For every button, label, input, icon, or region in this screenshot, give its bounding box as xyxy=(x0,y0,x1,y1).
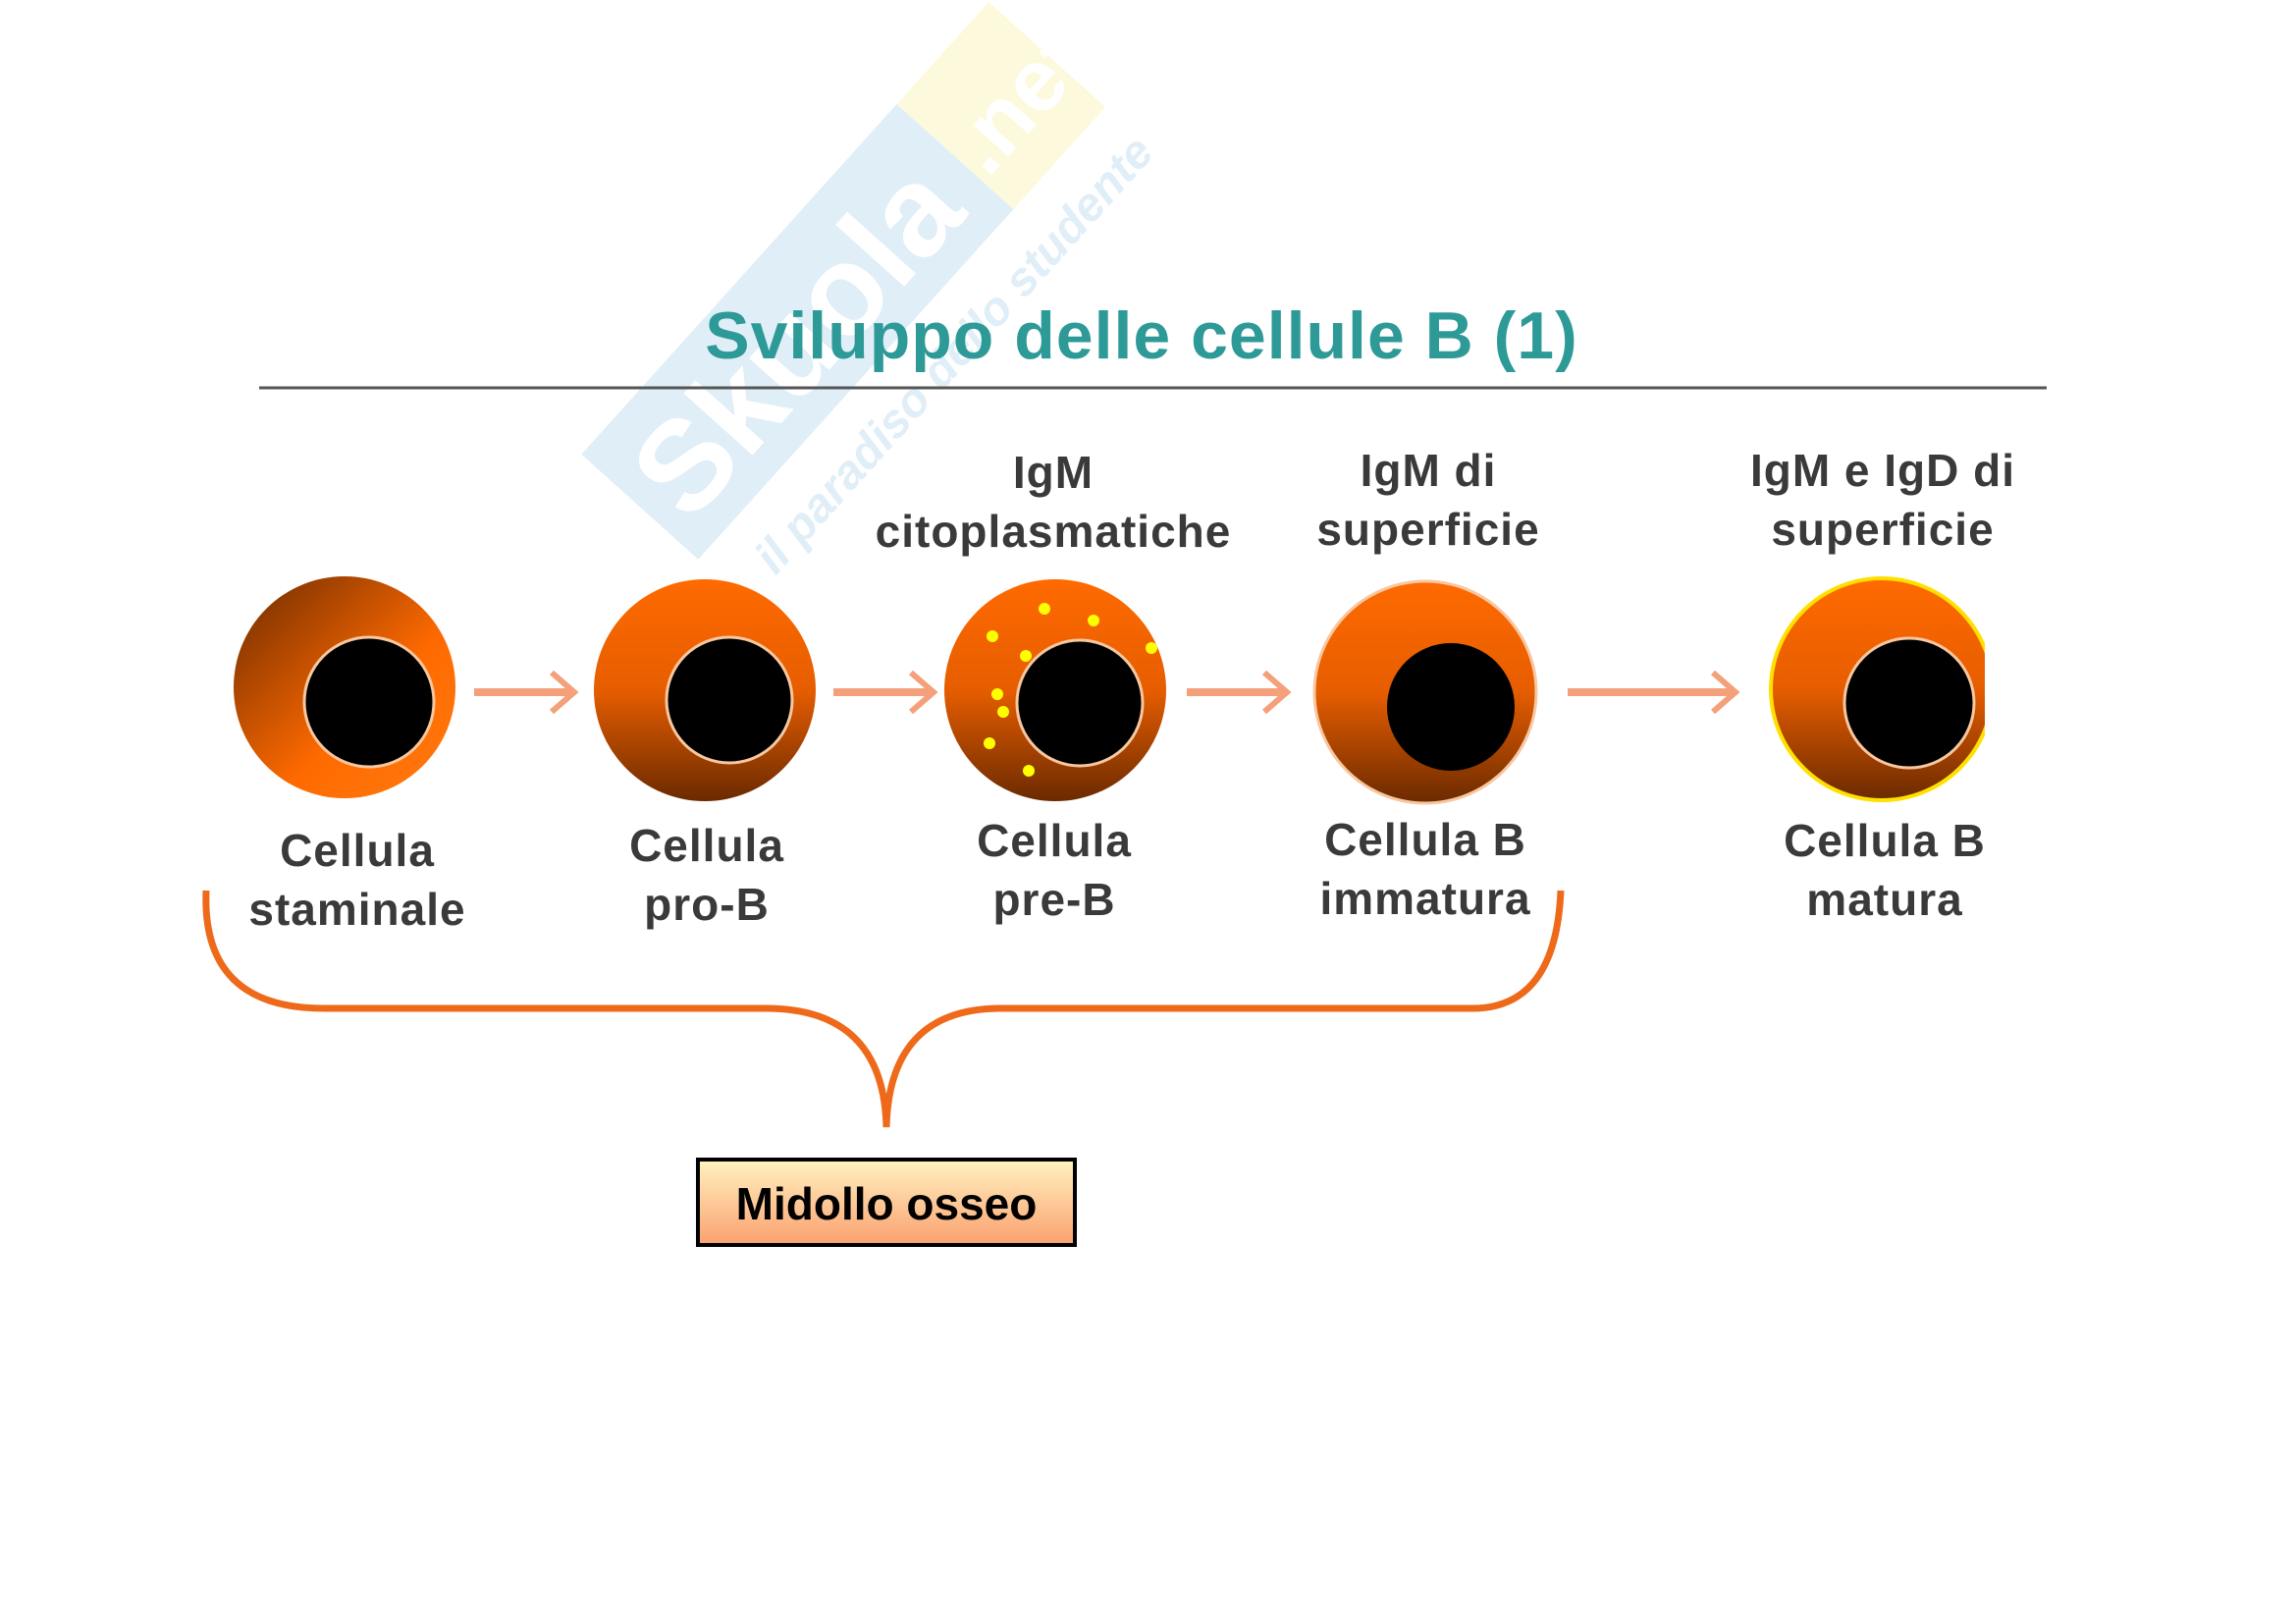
arrow-4 xyxy=(1568,670,1740,715)
cell-staminale xyxy=(234,576,455,798)
stage-5-label-2: matura xyxy=(1806,874,1962,925)
stage-5-top-label-1: IgM e IgD di xyxy=(1750,445,2015,496)
slide-title: Sviluppo delle cellule B (1) xyxy=(705,298,1578,373)
stage-5-label-1: Cellula B xyxy=(1784,815,1986,866)
stage-4-top-label-2: superficie xyxy=(1316,504,1539,555)
stage-3-label-2: pre-B xyxy=(992,874,1115,925)
bone-marrow-label: Midollo osseo xyxy=(736,1178,1038,1229)
cell-b-immatura xyxy=(1312,579,1538,805)
stage-5-top-label-2: superficie xyxy=(1771,504,1994,555)
igm-dots xyxy=(984,603,1157,777)
stage-1-label-1: Cellula xyxy=(280,825,435,876)
bone-marrow-bracket xyxy=(202,890,1565,1128)
arrow-1 xyxy=(474,670,579,715)
stage-1-label-2: staminale xyxy=(248,884,465,935)
arrow-2 xyxy=(833,670,938,715)
arrow-3 xyxy=(1187,670,1292,715)
stage-2-label-1: Cellula xyxy=(629,820,784,871)
stage-4-label-2: immatura xyxy=(1319,873,1530,924)
stage-3-top-label-2: citoplasmatiche xyxy=(876,506,1232,557)
stage-2-label-2: pro-B xyxy=(644,879,770,930)
cell-pre-b xyxy=(944,579,1166,801)
cell-pro-b xyxy=(594,579,816,801)
bone-marrow-label-box: Midollo osseo xyxy=(696,1158,1077,1247)
stage-3-label-1: Cellula xyxy=(977,815,1132,866)
stage-3-top-label-1: IgM xyxy=(1013,447,1094,498)
cell-b-matura xyxy=(1769,569,2014,815)
stage-4-label-1: Cellula B xyxy=(1324,814,1526,865)
stage-4-top-label-1: IgM di xyxy=(1361,445,1497,496)
